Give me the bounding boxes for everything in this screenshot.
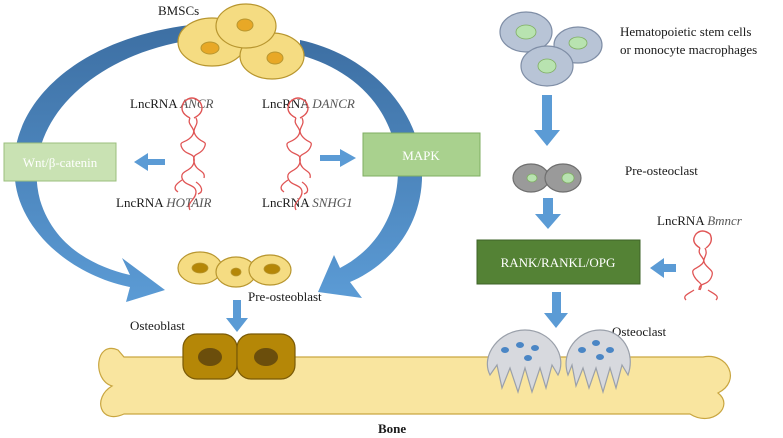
lncrna-dancr-label: LncRNA DANCR [262, 96, 355, 111]
mapk-box [362, 132, 481, 177]
svg-text:LncRNA HOTAIR: LncRNA HOTAIR [116, 195, 212, 210]
pre-osteoblast-cell-1 [177, 251, 223, 285]
pre-osteoclast-label: Pre-osteoclast [625, 163, 698, 178]
osteoclast-cell-1 [486, 329, 562, 395]
rank-label: RANK/RANKL/OPG [501, 255, 616, 270]
pre-osteoblast-label: Pre-osteoblast [248, 289, 322, 304]
right-curved-arrow [300, 40, 423, 298]
hsc-cell-3 [520, 45, 574, 87]
hsc-label-line2: or monocyte macrophages [620, 42, 757, 57]
arrow-to-preosteoclast [534, 95, 560, 146]
wnt-label: Wnt/β-catenin [23, 155, 98, 170]
osteoblast-label: Osteoblast [130, 318, 185, 333]
pre-osteoblast-cell-3 [248, 254, 292, 286]
pre-osteoclast-cells [512, 163, 582, 193]
svg-text:LncRNA SNHG1: LncRNA SNHG1 [262, 195, 353, 210]
lncrna-hairpin-left [174, 97, 206, 211]
wnt-box [3, 142, 117, 182]
mapk-label: MAPK [402, 148, 440, 163]
osteoblast-cell-1 [182, 333, 238, 380]
rank-box [476, 239, 641, 285]
svg-text:LncRNA Bmncr: LncRNA Bmncr [657, 213, 743, 228]
lncrna-bmncr-hairpin [684, 230, 718, 301]
osteoclast-label: Osteoclast [612, 324, 667, 339]
bmsc-cell-3 [215, 3, 277, 49]
svg-text:LncRNA DANCR: LncRNA DANCR [262, 96, 355, 111]
hsc-label-line1: Hematopoietic stem cells [620, 24, 751, 39]
arrow-to-rank [535, 198, 561, 229]
arrow-to-rank-from-bmncr [650, 258, 676, 278]
bmscs-label: BMSCs [158, 3, 199, 18]
lncrna-snhg1-label: LncRNA SNHG1 [262, 195, 353, 210]
lncrna-hairpin-right [280, 97, 312, 211]
arrow-to-osteoblast [226, 300, 248, 332]
left-curved-arrow [13, 25, 193, 302]
lncrna-bmncr-label: LncRNA Bmncr [657, 213, 743, 228]
arrow-to-osteoclast [544, 292, 568, 328]
osteoblast-cell-2 [236, 333, 296, 380]
arrow-to-mapk [320, 149, 356, 167]
hsc-cell-1 [499, 11, 553, 53]
bone-label: Bone [378, 421, 406, 436]
arrow-to-wnt [134, 153, 165, 171]
lncrna-hotair-label: LncRNA HOTAIR [116, 195, 212, 210]
osteoclast-cell-2 [565, 329, 631, 395]
